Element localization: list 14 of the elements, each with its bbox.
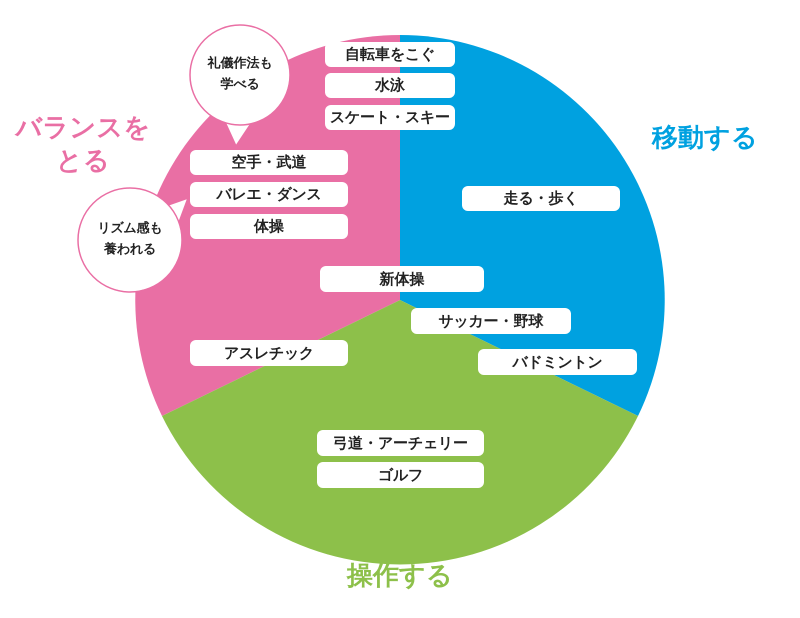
activity-label: バレエ・ダンス <box>190 182 348 207</box>
activity-label: ゴルフ <box>317 462 484 488</box>
activity-label: 新体操 <box>320 266 484 292</box>
activity-label: 走る・歩く <box>462 186 620 211</box>
bubble-text: 礼儀作法も学べる <box>206 54 274 94</box>
sector-heading: 操作する <box>345 560 454 592</box>
bubble-text: リズム感も養われる <box>96 220 164 259</box>
sector-heading: バランスをとる <box>14 112 152 177</box>
activity-label: 空手・武道 <box>190 150 348 175</box>
activity-label: 自転車をこぐ <box>325 42 455 67</box>
sector-heading: 移動する <box>650 122 759 154</box>
activity-label: スケート・スキー <box>325 105 455 130</box>
activity-label: 弓道・アーチェリー <box>317 430 484 456</box>
activity-label: 水泳 <box>325 73 455 98</box>
